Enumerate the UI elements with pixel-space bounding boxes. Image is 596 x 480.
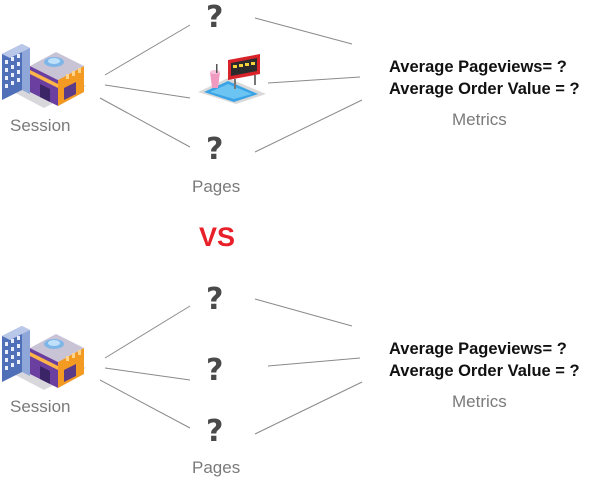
pool-billboard-icon [198,54,266,104]
metric-average-order-value: Average Order Value = ? [389,362,580,380]
shopping-mall-icon [2,44,86,108]
metric-average-pageviews: Average Pageviews= ? [389,58,567,76]
page-question-mark: ? [206,353,224,388]
page-question-mark: ? [206,0,224,35]
metrics-label: Metrics [452,392,507,411]
connector-top-session-page3 [99,97,191,148]
pages-label: Pages [192,177,241,196]
connector-bottom-page2-metrics [267,357,361,367]
session-label: Session [10,116,71,135]
page-question-mark: ? [206,132,224,167]
metric-average-order-value: Average Order Value = ? [389,80,580,98]
connector-top-page1-metrics [254,17,353,45]
connector-top-page2-metrics [267,76,361,84]
connector-bottom-page3-metrics [254,381,363,435]
metric-average-pageviews: Average Pageviews= ? [389,340,567,358]
vs-label: VS [199,222,236,252]
connector-bottom-session-page1 [104,305,191,359]
session-label: Session [10,397,71,416]
page-question-mark: ? [206,414,224,449]
connector-top-page3-metrics [254,99,363,153]
connector-bottom-session-page2 [104,367,191,381]
connector-top-session-page1 [104,24,191,76]
connector-bottom-session-page3 [99,379,191,429]
connector-bottom-page1-metrics [254,298,353,327]
metrics-label: Metrics [452,110,507,129]
pages-label: Pages [192,458,241,477]
page-question-mark: ? [206,282,224,317]
shopping-mall-icon [2,326,86,390]
connector-top-session-page2 [104,84,191,99]
